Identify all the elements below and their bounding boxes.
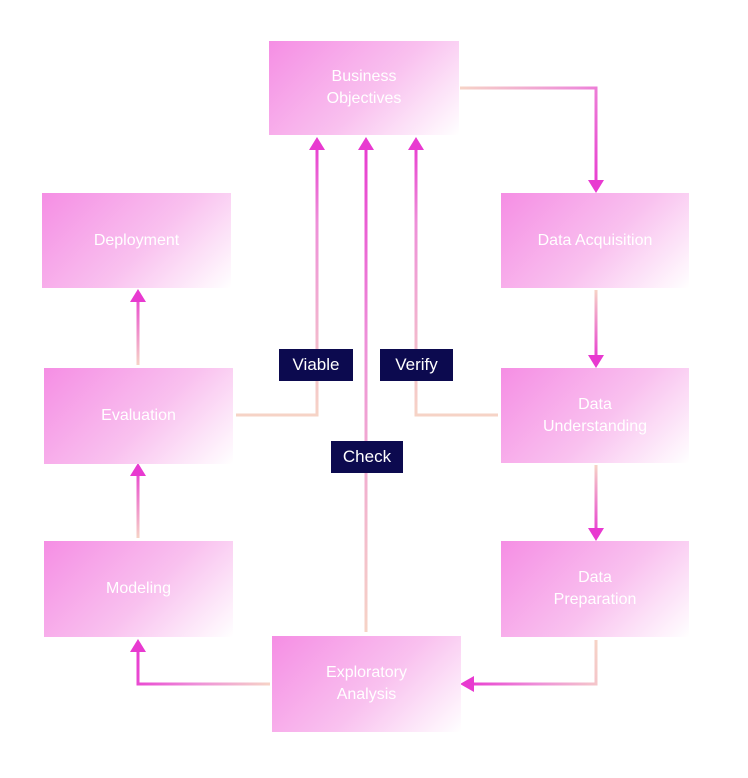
node-evaluation: Evaluation <box>44 368 233 464</box>
connector-exploratory-to-modeling <box>136 650 270 686</box>
node-data-acquisition: Data Acquisition <box>501 193 689 288</box>
arrowhead-verify <box>408 137 424 150</box>
arrowhead-preparation <box>588 528 604 541</box>
connector-preparation-to-exploratory <box>472 640 598 686</box>
label-verify: Verify <box>380 349 453 381</box>
node-exploratory-analysis: Exploratory Analysis <box>272 636 461 732</box>
node-data-understanding: Data Understanding <box>501 368 689 463</box>
arrowhead-acquisition <box>588 180 604 193</box>
label-viable: Viable <box>279 349 353 381</box>
arrowhead-understanding <box>588 355 604 368</box>
node-modeling: Modeling <box>44 541 233 637</box>
connector-verify <box>414 148 498 417</box>
arrowhead-exploratory <box>460 676 474 692</box>
arrowhead-check <box>358 137 374 150</box>
label-check: Check <box>331 441 403 473</box>
arrowhead-deployment <box>130 289 146 302</box>
arrowhead-viable <box>309 137 325 150</box>
connector-viable <box>236 148 319 417</box>
arrowhead-evaluation <box>130 463 146 476</box>
node-data-preparation: Data Preparation <box>501 541 689 637</box>
node-deployment: Deployment <box>42 193 231 288</box>
node-business-objectives: Business Objectives <box>269 41 459 135</box>
arrowhead-modeling <box>130 639 146 652</box>
connector-objectives-to-acquisition <box>460 86 598 182</box>
